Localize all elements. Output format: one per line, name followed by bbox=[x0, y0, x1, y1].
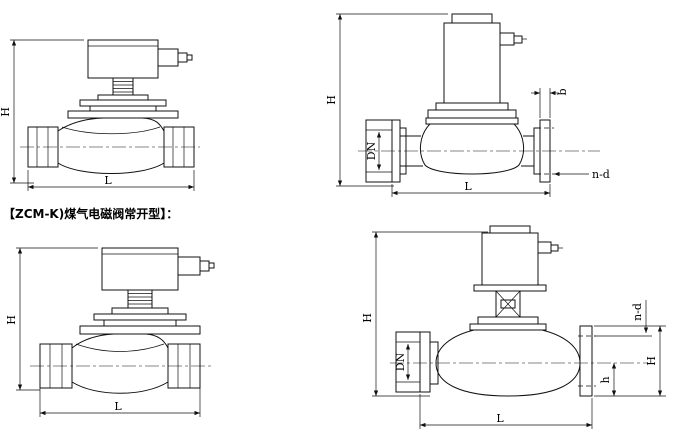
solenoid-coil bbox=[481, 225, 563, 286]
dim-label-h: H bbox=[5, 315, 18, 325]
valve-body bbox=[39, 333, 201, 394]
dimension-length: L bbox=[39, 388, 201, 417]
solenoid-coil bbox=[87, 39, 193, 79]
dim-label-l: L bbox=[104, 174, 112, 187]
dim-label-nd: n-d bbox=[631, 303, 644, 321]
dim-label-h: H bbox=[325, 95, 338, 105]
drawing-top-right-flanged-valve: DN H b n-d L bbox=[325, 13, 610, 197]
dimension-length: L bbox=[27, 170, 195, 191]
dim-label-h-small: h bbox=[599, 376, 612, 383]
dimension-flange-outer: H bbox=[594, 325, 666, 397]
armature-tube bbox=[112, 77, 134, 96]
valve-body bbox=[419, 325, 596, 397]
yoke-frame bbox=[469, 284, 547, 331]
dim-label-l: L bbox=[464, 180, 472, 193]
bonnet-flanges bbox=[425, 102, 519, 125]
inlet-flange-face bbox=[395, 331, 421, 393]
dim-label-l: L bbox=[114, 400, 122, 413]
dimension-flange-thickness: b bbox=[531, 88, 569, 118]
dim-label-nd: n-d bbox=[592, 168, 610, 181]
dimension-bolt-holes: n-d bbox=[554, 168, 610, 181]
dimension-height: H bbox=[0, 39, 84, 184]
valve-body bbox=[27, 117, 195, 174]
dim-label-h: H bbox=[361, 313, 374, 323]
solenoid-coil bbox=[443, 13, 527, 104]
drawing-bottom-left-threaded-valve: H L bbox=[5, 247, 215, 417]
section-title: 【ZCM-K)煤气电磁阀常开型】： bbox=[3, 207, 179, 221]
dimension-length: L bbox=[419, 394, 593, 429]
drawing-top-left-threaded-valve: H L bbox=[0, 39, 200, 191]
dim-label-dn: DN bbox=[394, 352, 407, 371]
dimension-bolt-holes: n-d bbox=[594, 300, 652, 337]
solenoid-coil bbox=[101, 247, 215, 291]
dim-label-h-right: H bbox=[645, 356, 658, 366]
drawing-bottom-right-flanged-valve: DN H n-d H h bbox=[361, 225, 666, 429]
armature-tube bbox=[127, 289, 153, 309]
dim-label-b: b bbox=[556, 88, 569, 95]
bonnet-flanges bbox=[67, 94, 179, 119]
dimension-height: H bbox=[361, 231, 488, 397]
dimension-height: H bbox=[325, 13, 448, 187]
dimension-height: H bbox=[5, 247, 98, 391]
dim-label-dn: DN bbox=[365, 141, 378, 160]
bonnet-flanges bbox=[79, 307, 201, 335]
dimension-bore: DN bbox=[394, 344, 411, 380]
dim-label-l: L bbox=[496, 412, 504, 425]
dimension-length: L bbox=[391, 180, 551, 197]
dimension-bore: DN bbox=[365, 132, 382, 170]
dimension-center-to-flange: h bbox=[599, 363, 617, 396]
dim-label-h: H bbox=[0, 107, 12, 117]
